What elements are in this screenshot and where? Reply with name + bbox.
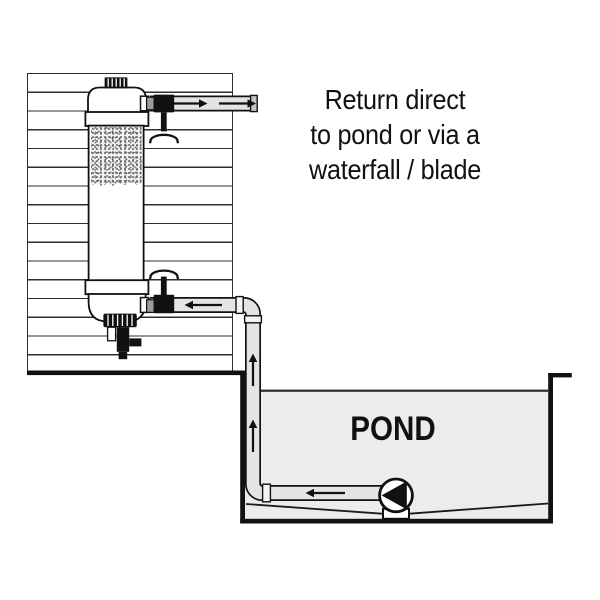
- valve-connector: [146, 299, 155, 313]
- annotation-line: waterfall / blade: [309, 154, 481, 185]
- filter-top-collar: [84, 111, 150, 127]
- filter-bottom-collar: [84, 279, 150, 296]
- drain-nut: [103, 313, 137, 328]
- water-surface-line: [258, 389, 549, 392]
- pump-impeller: [381, 481, 407, 510]
- drain-fitting: [106, 326, 117, 342]
- pump-icon: [378, 477, 414, 520]
- flow-arrow-icon: [248, 419, 258, 452]
- annotation-line: Return direct: [324, 84, 466, 115]
- pond-label: POND: [350, 410, 436, 448]
- drain-valve-tail: [118, 351, 128, 360]
- flow-arrow-icon: [305, 488, 345, 498]
- drain-valve-body: [116, 327, 130, 352]
- pipe-coupling: [235, 295, 244, 315]
- suction-pipe: [150, 298, 392, 500]
- ground-line: [27, 370, 245, 376]
- annotation-text: Return direct to pond or via a waterfall…: [269, 82, 521, 187]
- inlet-valve-icon: [146, 269, 180, 314]
- valve-handle-icon: [148, 269, 180, 280]
- floor-slope-left: [245, 503, 384, 515]
- pipe-coupling: [243, 315, 263, 324]
- flow-arrows: [168, 99, 345, 498]
- flow-arrow-icon: [168, 99, 208, 108]
- drain-valve-icon: [103, 313, 142, 360]
- floor-slope-right: [407, 502, 549, 515]
- annotation-line: to pond or via a: [310, 119, 480, 150]
- valve-handle-icon: [148, 133, 180, 144]
- filter-media: [90, 127, 142, 186]
- drain-valve-lever: [129, 338, 142, 347]
- pond-left-wall: [240, 370, 245, 524]
- valve-stem: [160, 112, 167, 132]
- valve-stem: [160, 276, 167, 296]
- pond-bottom: [240, 518, 553, 524]
- flow-arrow-icon: [184, 300, 222, 310]
- pond-right-lip: [548, 373, 572, 378]
- outlet-valve-icon: [146, 94, 180, 144]
- flow-arrow-icon: [248, 353, 258, 386]
- pressure-filter-icon: [84, 77, 150, 360]
- filter-dome: [87, 86, 147, 115]
- flow-arrow-icon: [219, 99, 256, 108]
- pipe-coupling: [261, 483, 272, 503]
- valve-body: [153, 94, 175, 113]
- filter-cap-ribs: [107, 78, 125, 87]
- drain-nut-ribs: [107, 314, 133, 326]
- pond-right-wall: [548, 373, 553, 524]
- valve-connector: [146, 96, 155, 111]
- valve-body: [153, 294, 175, 314]
